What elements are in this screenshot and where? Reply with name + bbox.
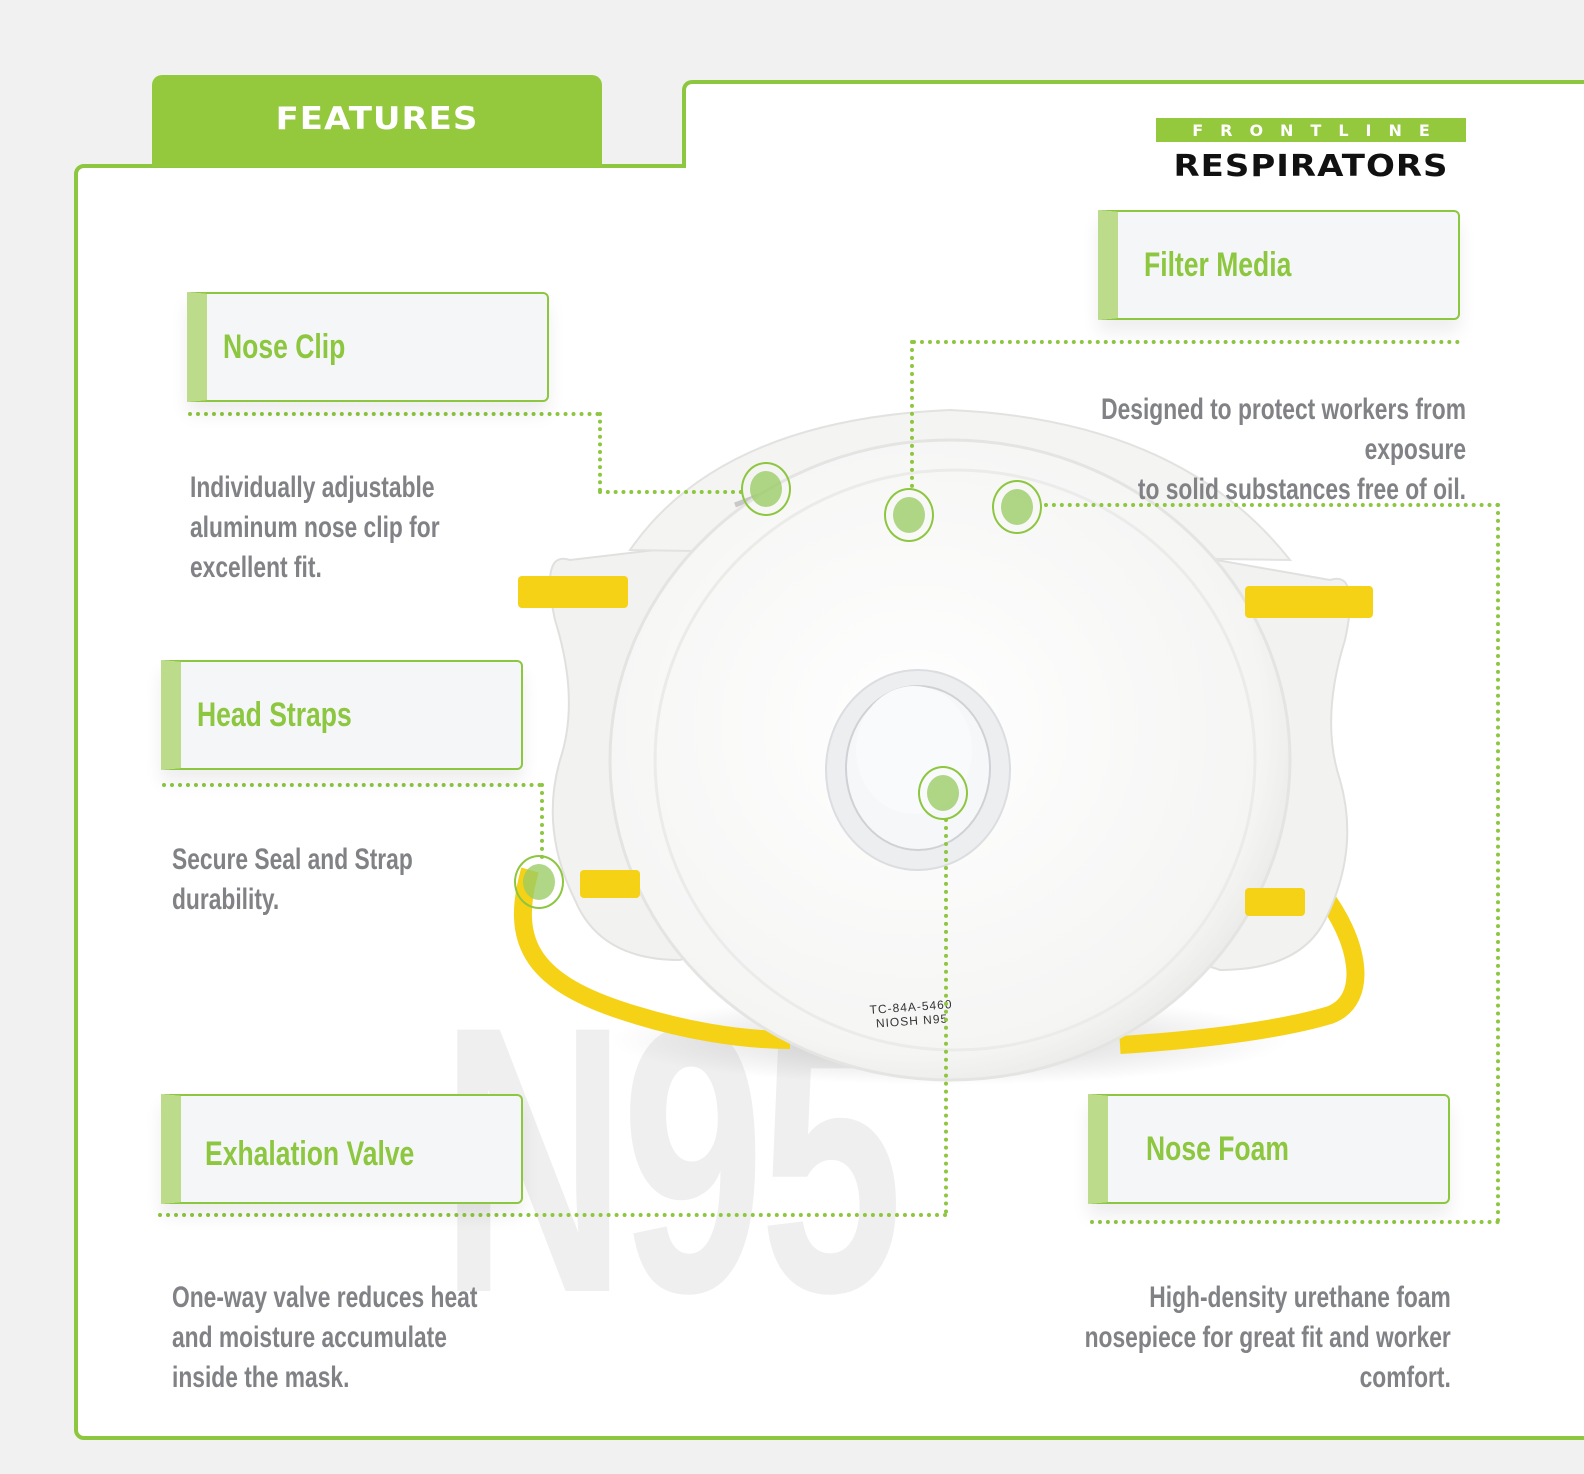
frame-joint	[686, 160, 1584, 172]
marker-nose-foam[interactable]	[992, 480, 1042, 534]
feature-title-exhalation-valve: Exhalation Valve	[205, 1134, 415, 1173]
feature-desc-nose-clip: Individually adjustable aluminum nose cl…	[190, 428, 630, 588]
feature-title-box-exhalation-valve: Exhalation Valve	[161, 1094, 523, 1204]
connector-head-straps	[162, 783, 542, 787]
feature-title-box-nose-clip: Nose Clip	[187, 292, 549, 402]
feature-desc-exhalation-valve: One-way valve reduces heat and moisture …	[172, 1238, 612, 1398]
feature-desc-filter-media-text: Designed to protect workers from exposur…	[1101, 393, 1466, 506]
feature-title-box-filter-media: Filter Media	[1098, 210, 1460, 320]
connector-exhalation-valve	[158, 1213, 948, 1217]
feature-desc-nose-foam: High-density urethane foam nosepiece for…	[900, 1238, 1451, 1398]
feature-title-head-straps: Head Straps	[197, 695, 352, 734]
feature-title-box-head-straps: Head Straps	[161, 660, 523, 770]
feature-title-nose-foam: Nose Foam	[1146, 1129, 1289, 1168]
feature-desc-nose-clip-text: Individually adjustable aluminum nose cl…	[190, 471, 440, 584]
marker-nose-clip[interactable]	[741, 462, 791, 516]
features-tab: FEATURES	[152, 75, 602, 167]
connector-nose-clip-h2	[598, 490, 743, 494]
features-tab-label: FEATURES	[275, 100, 479, 138]
marker-filter-media[interactable]	[884, 488, 934, 542]
feature-desc-head-straps-text: Secure Seal and Strap durability.	[172, 843, 413, 916]
connector-nose-foam-v	[1496, 503, 1500, 1223]
connector-filter-media	[912, 340, 1460, 344]
connector-nose-clip	[188, 412, 600, 416]
connector-filter-media-v	[910, 340, 914, 488]
marker-head-straps[interactable]	[514, 855, 564, 909]
connector-exhalation-valve-v	[944, 818, 948, 1214]
brand-logo-frontline: FRONTLINE	[1156, 118, 1466, 142]
feature-desc-filter-media: Designed to protect workers from exposur…	[900, 350, 1466, 510]
feature-title-nose-clip: Nose Clip	[223, 327, 346, 366]
connector-nose-foam-bottom	[1090, 1220, 1500, 1224]
respirator-mask-image	[514, 408, 1373, 1085]
brand-line1: FRONTLINE	[1192, 120, 1447, 140]
feature-title-filter-media: Filter Media	[1144, 245, 1292, 284]
connector-nose-clip-v	[598, 412, 602, 492]
connector-head-straps-v	[540, 783, 544, 859]
feature-desc-exhalation-valve-text: One-way valve reduces heat and moisture …	[172, 1281, 478, 1394]
feature-desc-head-straps: Secure Seal and Strap durability.	[172, 800, 572, 920]
connector-nose-foam-top	[1044, 503, 1500, 507]
feature-desc-nose-foam-text: High-density urethane foam nosepiece for…	[1084, 1281, 1451, 1394]
mask-imprint: TC-84A-5460 NIOSH N95	[869, 997, 954, 1031]
marker-exhalation-valve[interactable]	[918, 766, 968, 820]
brand-logo-respirators: RESPIRATORS	[1173, 148, 1449, 184]
feature-title-box-nose-foam: Nose Foam	[1088, 1094, 1450, 1204]
